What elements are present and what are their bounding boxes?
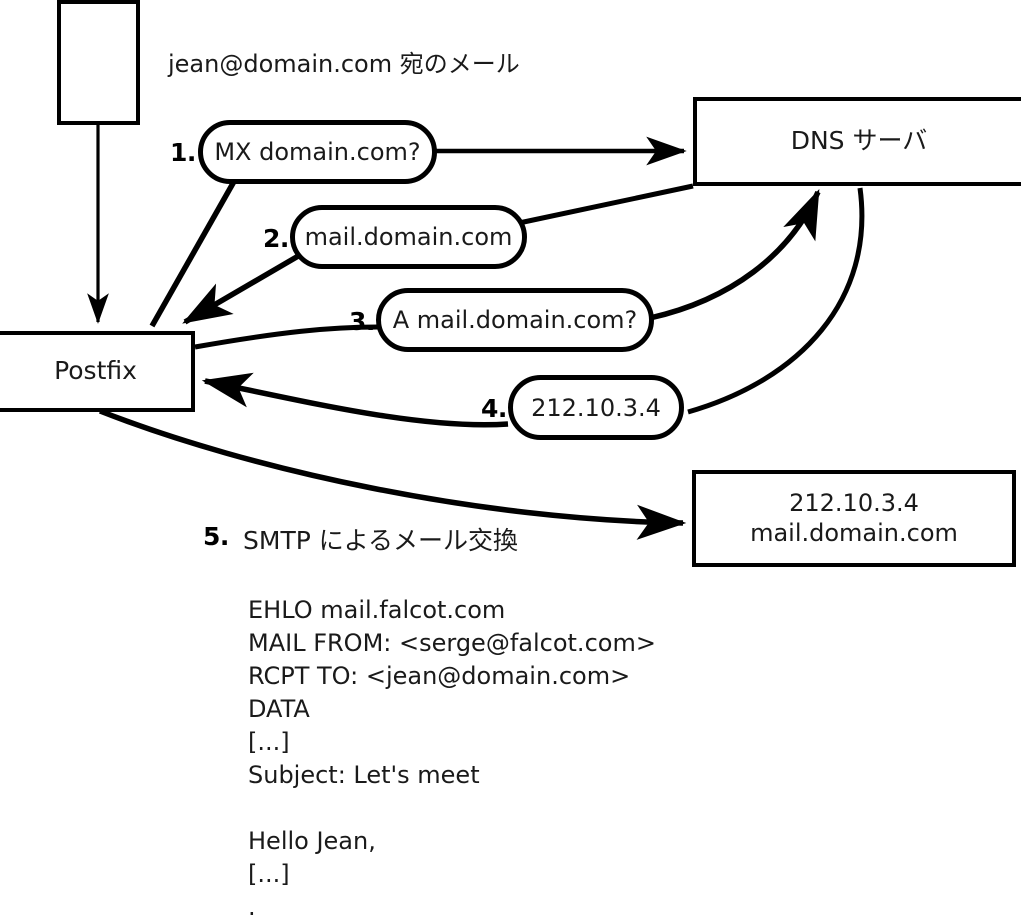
- step-4-number: 4.: [481, 394, 507, 423]
- step-1-label: MX domain.com?: [214, 138, 421, 166]
- connector-step3-to-dns: [649, 188, 821, 321]
- smtp-transcript: EHLO mail.falcot.com MAIL FROM: <serge@f…: [248, 596, 656, 919]
- connector-step2-to-postfix: [182, 252, 302, 325]
- step-1-number: 1.: [170, 138, 196, 167]
- dns-server-box-label: DNS サーバ: [790, 126, 928, 156]
- step-1-bubble: MX domain.com?: [198, 120, 437, 184]
- step-5-label: SMTP によるメール交換: [243, 526, 518, 555]
- connector-postfix-to-step3: [194, 324, 379, 350]
- step-2-label: mail.domain.com: [304, 223, 513, 251]
- postfix-box-label: Postfix: [54, 356, 137, 386]
- step-4-label: 212.10.3.4: [531, 393, 661, 422]
- mail-server-hostname: mail.domain.com: [750, 518, 958, 547]
- step-3-label: A mail.domain.com?: [392, 306, 638, 334]
- step-2-bubble: mail.domain.com: [290, 205, 527, 269]
- step-4-bubble: 212.10.3.4: [508, 375, 684, 440]
- dns-server-box: DNS サーバ: [693, 97, 1021, 186]
- mail-server-ip: 212.10.3.4: [789, 489, 919, 518]
- connector-step4-to-postfix: [201, 372, 509, 428]
- connector-postfix-to-mailserver: [98, 408, 687, 540]
- connector-dns-to-step2: [518, 183, 694, 226]
- mail-destination-label: jean@domain.com 宛のメール: [168, 50, 520, 78]
- step-3-number: 3.: [349, 307, 375, 336]
- sender-box: [57, 0, 140, 125]
- postfix-box: Postfix: [0, 331, 195, 412]
- step-3-bubble: A mail.domain.com?: [376, 288, 654, 352]
- connector-dns-to-step4: [687, 187, 865, 415]
- mail-server-box: 212.10.3.4 mail.domain.com: [692, 470, 1016, 567]
- step-5-number: 5.: [203, 522, 229, 551]
- step-2-number: 2.: [263, 224, 289, 253]
- connector-postfix-to-step1: [149, 176, 239, 328]
